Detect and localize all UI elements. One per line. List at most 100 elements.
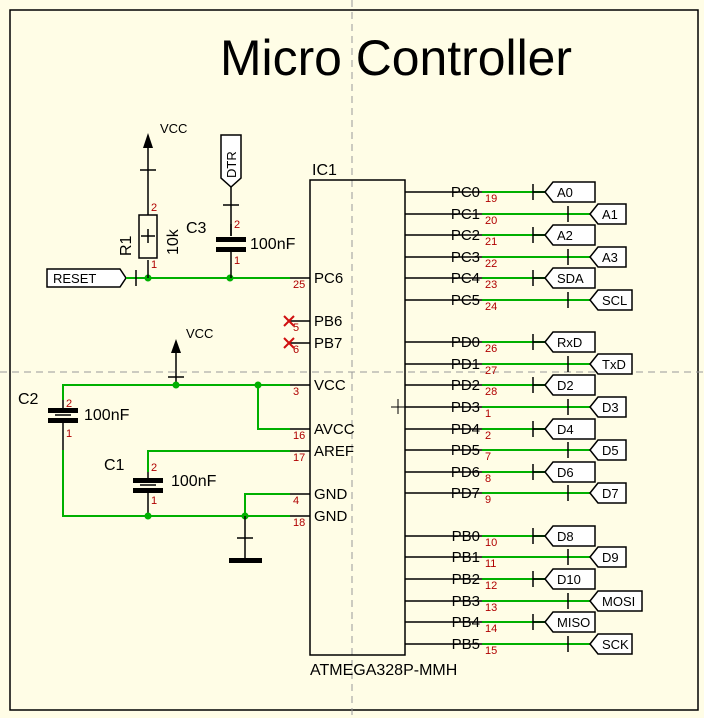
net-tag-d8[interactable]: D8 <box>532 525 596 547</box>
net-tag-d10[interactable]: D10 <box>532 568 596 590</box>
net-tag-a1[interactable]: A1 <box>545 203 627 225</box>
pin-name: PB5 <box>452 636 480 653</box>
net-tag-scl[interactable]: SCL <box>545 289 633 311</box>
dtr-net-tag[interactable] <box>220 134 242 189</box>
c1-pin-top: 2 <box>151 462 157 474</box>
net-tag-a0[interactable]: A0 <box>532 181 596 203</box>
pin-number: 21 <box>485 236 497 248</box>
tag-shape <box>544 611 596 633</box>
ic-pin-pb2-12[interactable]: 12 PB2 <box>405 571 545 592</box>
pin-number: 22 <box>485 258 497 270</box>
aref-wire <box>147 450 290 472</box>
net-tag-mosi[interactable]: MOSI <box>545 590 643 612</box>
tag-shape <box>589 482 627 504</box>
pin-name: PB0 <box>452 528 480 545</box>
ic-part: ATMEGA328P-MMH <box>310 662 457 679</box>
pin-number: 7 <box>485 451 491 463</box>
pin-number: 18 <box>293 517 305 529</box>
tag-label: D3 <box>602 400 619 415</box>
c1-plate-top <box>133 478 163 483</box>
reset-net-tag[interactable] <box>46 268 127 288</box>
pin-number: 19 <box>485 193 497 205</box>
net-tag-d5[interactable]: D5 <box>545 439 627 461</box>
pin-number: 12 <box>485 580 497 592</box>
tag-label: D10 <box>557 572 581 587</box>
diagram-title: Micro Controller <box>220 30 572 86</box>
net-tag-a3[interactable]: A3 <box>545 246 627 268</box>
r1-body[interactable] <box>138 214 158 259</box>
pin-name: PD4 <box>451 421 480 438</box>
junction-dot <box>144 512 152 520</box>
pin-name: PC6 <box>314 270 343 287</box>
net-tag-d7[interactable]: D7 <box>545 482 627 504</box>
net-tag-d4[interactable]: D4 <box>532 418 596 440</box>
tag-label: D7 <box>602 486 619 501</box>
pin-number: 20 <box>485 215 497 227</box>
pin-name: PB2 <box>452 571 480 588</box>
r1-pin-bottom: 1 <box>151 259 157 271</box>
gnd-pin4-wire <box>244 493 290 516</box>
net-tag-d9[interactable]: D9 <box>545 546 627 568</box>
pin-number: 23 <box>485 279 497 291</box>
pin-name: PD6 <box>451 464 480 481</box>
tag-shape <box>589 289 633 311</box>
tag-label: RxD <box>557 335 582 350</box>
net-tag-rxd[interactable]: RxD <box>532 331 596 353</box>
net-tag-d3[interactable]: D3 <box>545 396 627 418</box>
c2-pin-bottom: 1 <box>66 428 72 440</box>
tag-shape <box>544 525 596 547</box>
c1-plate-bottom <box>133 488 163 493</box>
vcc-wire <box>62 384 290 400</box>
pin-number: 26 <box>485 343 497 355</box>
r1-ref: R1 <box>118 235 135 256</box>
c3-pin-top: 2 <box>234 219 240 231</box>
c3-plate-bottom <box>216 247 246 252</box>
net-tag-txd[interactable]: TxD <box>545 353 633 375</box>
tag-shape <box>544 224 596 246</box>
junction-dot <box>226 274 234 282</box>
net-tag-a2[interactable]: A2 <box>532 224 596 246</box>
pin-name: AREF <box>314 443 354 460</box>
tag-label: A0 <box>557 185 573 200</box>
ic-body[interactable] <box>309 179 406 656</box>
net-tag-sck[interactable]: SCK <box>545 633 633 655</box>
net-tag-d2[interactable]: D2 <box>532 374 596 396</box>
net-tag-sda[interactable]: SDA <box>532 267 596 289</box>
ic-pin-pd4-2[interactable]: 2 PD4 <box>405 421 545 442</box>
net-tag-d6[interactable]: D6 <box>532 461 596 483</box>
c1-ref: C1 <box>104 457 125 474</box>
c2-ref: C2 <box>18 391 39 408</box>
r1-pin-top: 2 <box>151 202 157 214</box>
net-tag-miso[interactable]: MISO <box>532 611 596 633</box>
tag-label: TxD <box>602 357 626 372</box>
pin-number: 2 <box>485 430 491 442</box>
c2-pin-top: 2 <box>66 398 72 410</box>
